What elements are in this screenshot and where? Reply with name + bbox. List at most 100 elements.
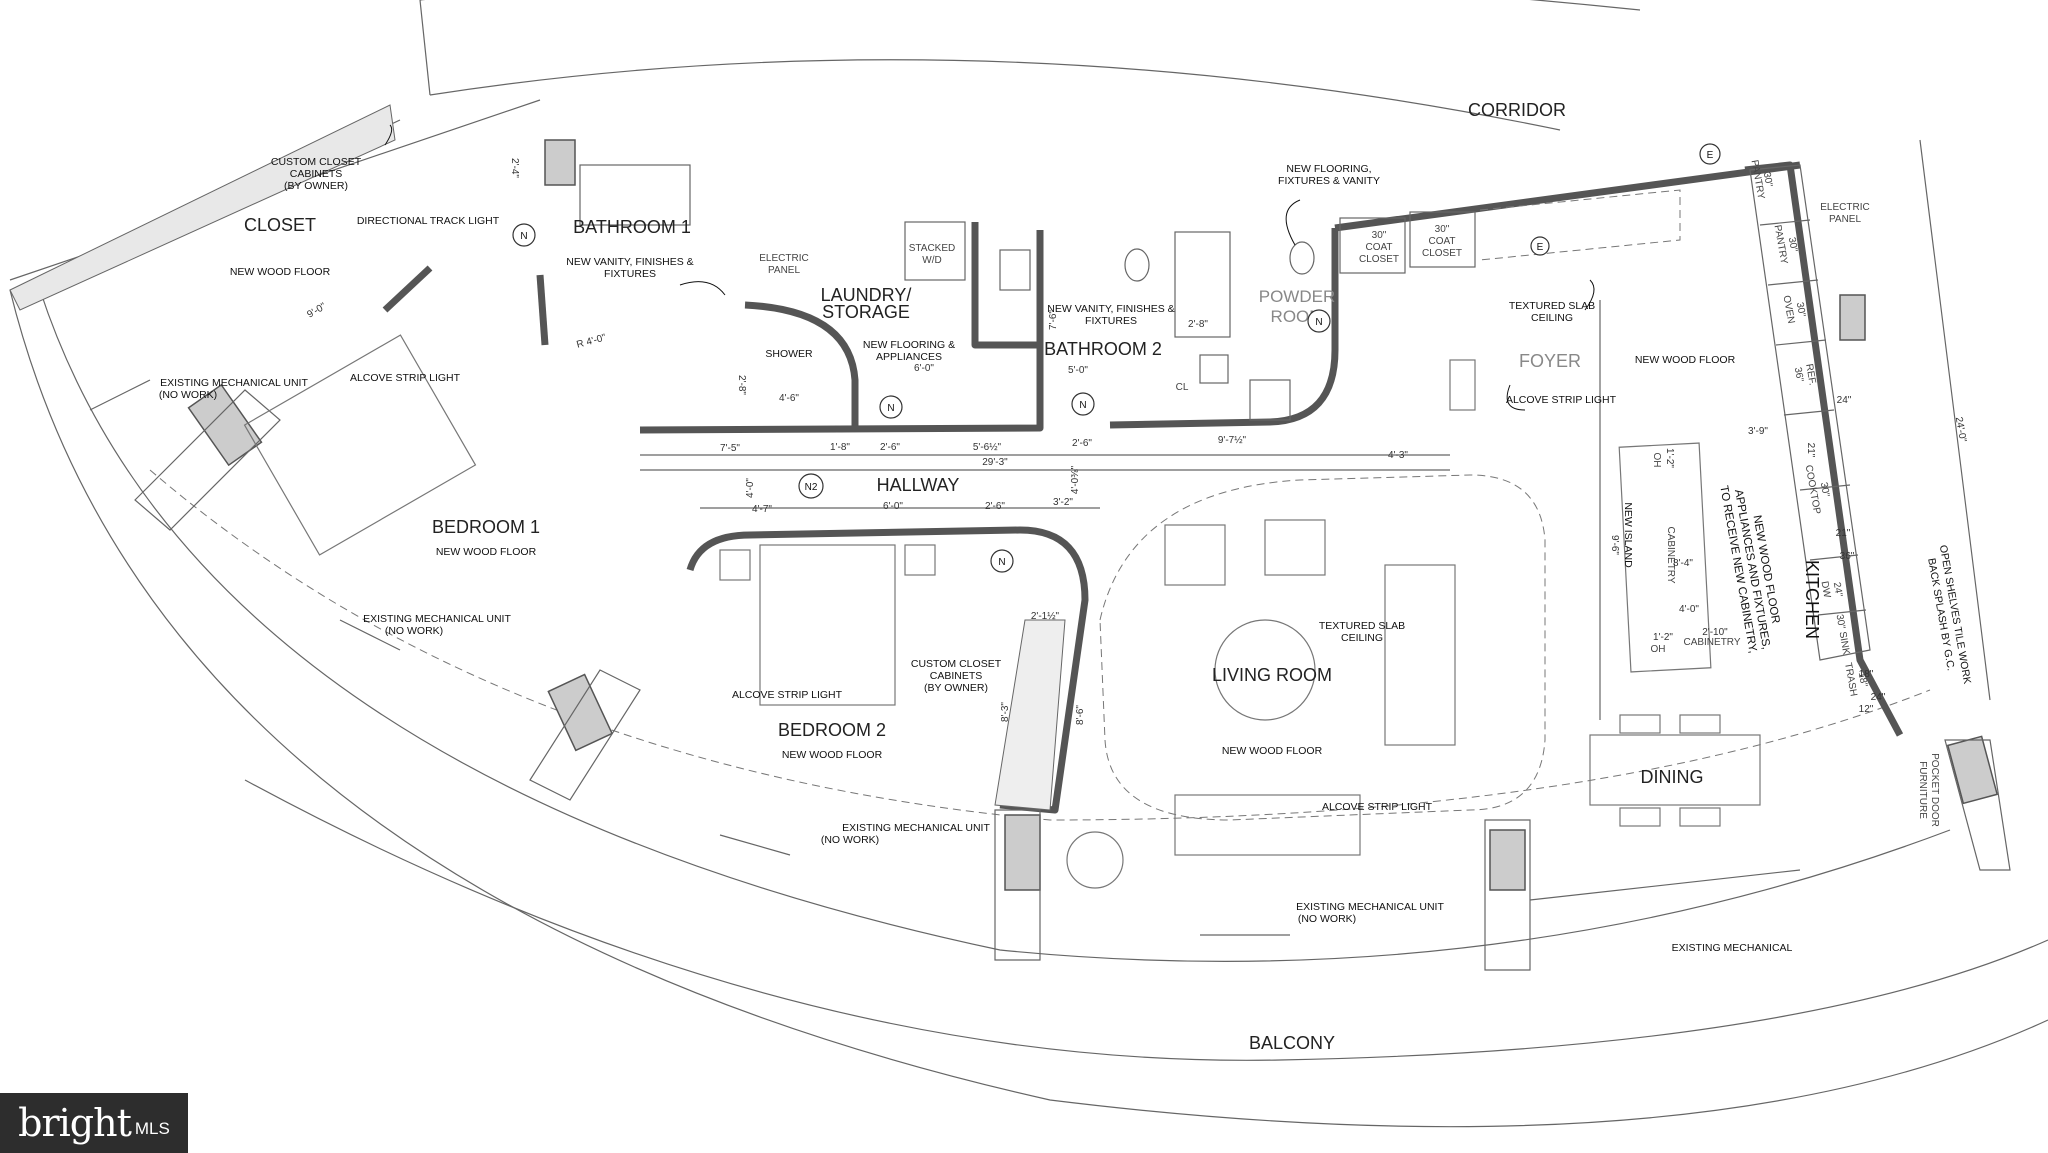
note-vanity-bath1: NEW VANITY, FINISHES & (566, 256, 693, 268)
dim: 4'-7" (752, 504, 772, 515)
note-custom-closet-3: (BY OWNER) (284, 180, 348, 192)
mech-unit (339, 619, 401, 651)
media-console (1174, 794, 1361, 856)
kitchen-divider (1767, 279, 1819, 286)
dim: 24" (1871, 692, 1886, 703)
note-alcove-bed2: ALCOVE STRIP LIGHT (732, 689, 843, 701)
unit-ref-b: 36" (1792, 366, 1805, 383)
room-living: LIVING ROOM (1212, 665, 1332, 685)
svg-text:N: N (1079, 400, 1086, 411)
kitchen-divider (1759, 219, 1811, 226)
laundry-wall (639, 230, 1044, 434)
vanity (999, 249, 1031, 291)
room-kitchen: KITCHEN (1802, 560, 1822, 639)
unit-dw: 24" (1831, 581, 1844, 598)
svg-text:N2: N2 (805, 482, 818, 493)
dim: 21" (1836, 528, 1851, 539)
shower-wall (744, 301, 859, 430)
note-pocket-door-2: FURNITURE (1917, 761, 1928, 819)
hvac-box (1199, 354, 1229, 384)
dim: 1'-2" (1653, 632, 1673, 643)
note-vanity-bath2-2: FIXTURES (1085, 315, 1137, 327)
tag-n: N (1307, 309, 1331, 333)
note-wood-floor-foyer: NEW WOOD FLOOR (1635, 354, 1736, 366)
rug-outline (1099, 474, 1546, 821)
corridor-outer-wall (420, 0, 1641, 11)
logo-suffix: MLS (134, 1119, 170, 1138)
corridor-inner-wall (429, 59, 1561, 131)
note-mech-bed1b-2: (NO WORK) (385, 625, 443, 637)
dim: 8'-3" (1000, 702, 1011, 722)
note-new-island: NEW ISLAND (1622, 502, 1634, 568)
note-cl: CL (1176, 382, 1189, 393)
sofa (1384, 564, 1456, 746)
dim: 7'-6" (1048, 310, 1059, 330)
tag-e: E (1699, 143, 1721, 165)
dim: 2'-1½" (1031, 611, 1060, 622)
mech-unit (89, 379, 151, 411)
unit-dw-b: DW (1819, 580, 1833, 599)
room-laundry: LAUNDRY/ (821, 285, 912, 305)
dim: 5'-6½" (973, 442, 1002, 453)
coat-closet-1-2: COAT (1365, 242, 1392, 253)
nightstand (904, 544, 936, 576)
dim: 2'-8" (736, 375, 747, 395)
kitchen-run (1749, 164, 1871, 661)
dim: 12" (1859, 704, 1874, 715)
leader (1584, 279, 1595, 311)
dim: 9'-0" (305, 301, 328, 321)
dim: 6'-0" (914, 363, 934, 374)
room-bathroom-1: BATHROOM 1 (573, 217, 691, 237)
room-bathroom-2: BATHROOM 2 (1044, 339, 1162, 359)
facade-inner (149, 469, 1931, 821)
dim: 4'-0⅜" (1070, 465, 1081, 494)
foyer-wall (1334, 161, 1801, 232)
building-outer-curve (9, 289, 2048, 1128)
dim: 24'-0" (1953, 416, 1968, 443)
island-oh-2: OH (1651, 644, 1666, 655)
dim: 6'-0" (883, 501, 903, 512)
dim: 5'-0" (1068, 365, 1088, 376)
bedroom1-partition (382, 265, 433, 313)
kitchen-divider (1799, 484, 1851, 491)
tag-n: N (990, 549, 1014, 573)
pillar-outline (529, 669, 641, 801)
note-mech-bed1b: EXISTING MECHANICAL UNIT (363, 613, 511, 625)
facade-curve (39, 289, 1951, 962)
svg-text:N: N (998, 557, 1005, 568)
dim: 4'-6" (779, 393, 799, 404)
island-oh: OH (1651, 453, 1662, 468)
bedroom2-wall (686, 526, 1089, 814)
note-stacked-wd: STACKED (909, 243, 956, 254)
pillar-outline (1944, 739, 2011, 871)
svg-text:N: N (1315, 317, 1322, 328)
room-corridor: CORRIDOR (1468, 100, 1566, 120)
dim: 36" (1840, 551, 1855, 562)
unit-ref: REF. (1803, 363, 1818, 386)
note-existing-mech: EXISTING MECHANICAL (1672, 942, 1793, 954)
dim: 7'-5" (720, 443, 740, 454)
dim: 8'-6" (1075, 705, 1086, 725)
note-laundry-flooring-2: APPLIANCES (876, 351, 942, 363)
kitchen-divider (1817, 609, 1867, 616)
room-foyer: FOYER (1519, 351, 1581, 371)
dim: 24" (1837, 395, 1852, 406)
note-mech-bed1: EXISTING MECHANICAL UNIT (160, 377, 308, 389)
note-alcove-foyer: ALCOVE STRIP LIGHT (1506, 394, 1617, 406)
column (544, 139, 576, 186)
note-electric-panel-k: ELECTRIC (1820, 202, 1869, 213)
note-electric-panel: ELECTRIC (759, 253, 808, 264)
brightmls-logo: bright MLS (0, 1093, 188, 1153)
dim: 2'-6" (985, 501, 1005, 512)
note-mech-living: EXISTING MECHANICAL UNIT (1296, 901, 1444, 913)
shower-label: SHOWER (765, 348, 813, 360)
coat-closet-1-3: CLOSET (1359, 254, 1399, 265)
coat-closet-2-3: CLOSET (1422, 248, 1462, 259)
note-custom-closet-b2: CUSTOM CLOSET (911, 658, 1002, 670)
note-wood-floor-bed2: NEW WOOD FLOOR (782, 749, 883, 761)
armchair (1264, 519, 1326, 576)
note-mech-bed2-2: (NO WORK) (821, 834, 879, 846)
dim: 9'-6" (1609, 535, 1620, 555)
dim: 9'-7½" (1218, 435, 1247, 446)
column (1946, 735, 1999, 805)
